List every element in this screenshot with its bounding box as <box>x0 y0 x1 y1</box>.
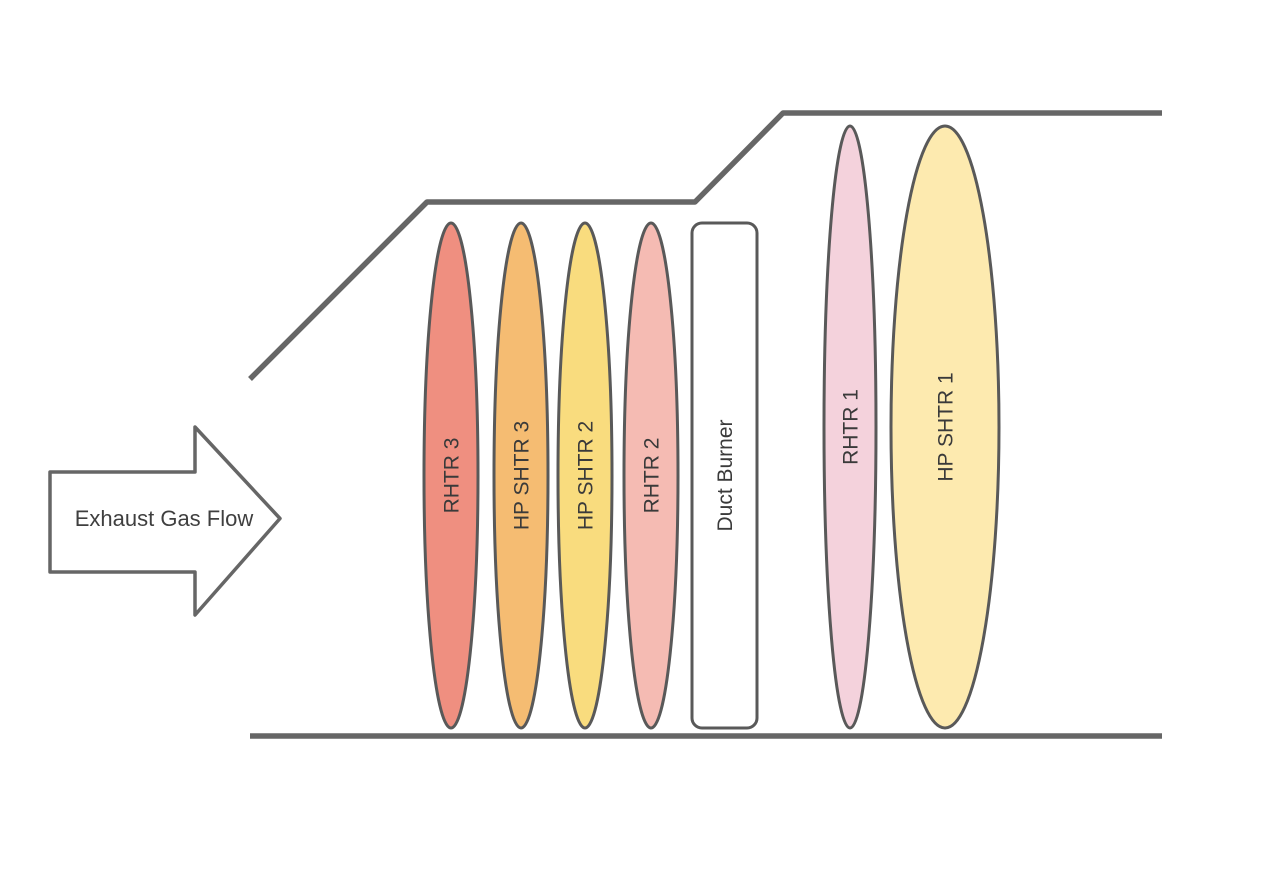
tube-label: HP SHTR 1 <box>935 372 958 481</box>
tube-hp-shtr-2: HP SHTR 2 <box>556 221 614 730</box>
tube-ellipse <box>822 124 878 730</box>
arrow-label: Exhaust Gas Flow <box>75 506 254 531</box>
tube-rhtr-1: RHTR 1 <box>822 124 878 730</box>
tube-label: HP SHTR 3 <box>511 421 534 530</box>
arrow-shape <box>48 425 282 617</box>
duct-top-outline <box>248 110 1162 381</box>
tube-label: HP SHTR 2 <box>575 421 598 530</box>
tube-hp-shtr-1: HP SHTR 1 <box>889 124 1001 730</box>
duct-burner: Duct Burner <box>690 221 759 730</box>
duct-burner-rect <box>690 221 759 730</box>
tube-ellipse <box>422 221 480 730</box>
exhaust-gas-flow-arrow: Exhaust Gas Flow <box>48 425 282 617</box>
tube-label: RHTR 2 <box>641 438 664 514</box>
tube-label: RHTR 3 <box>441 438 464 514</box>
tube-label: RHTR 1 <box>840 389 863 465</box>
tube-ellipse <box>556 221 614 730</box>
tube-ellipse <box>492 221 550 730</box>
tube-ellipse <box>889 124 1001 730</box>
tube-rhtr-3: RHTR 3 <box>422 221 480 730</box>
tube-hp-shtr-3: HP SHTR 3 <box>492 221 550 730</box>
tube-rhtr-2: RHTR 2 <box>622 221 680 730</box>
tube-label: Duct Burner <box>714 419 737 531</box>
tube-ellipse <box>622 221 680 730</box>
